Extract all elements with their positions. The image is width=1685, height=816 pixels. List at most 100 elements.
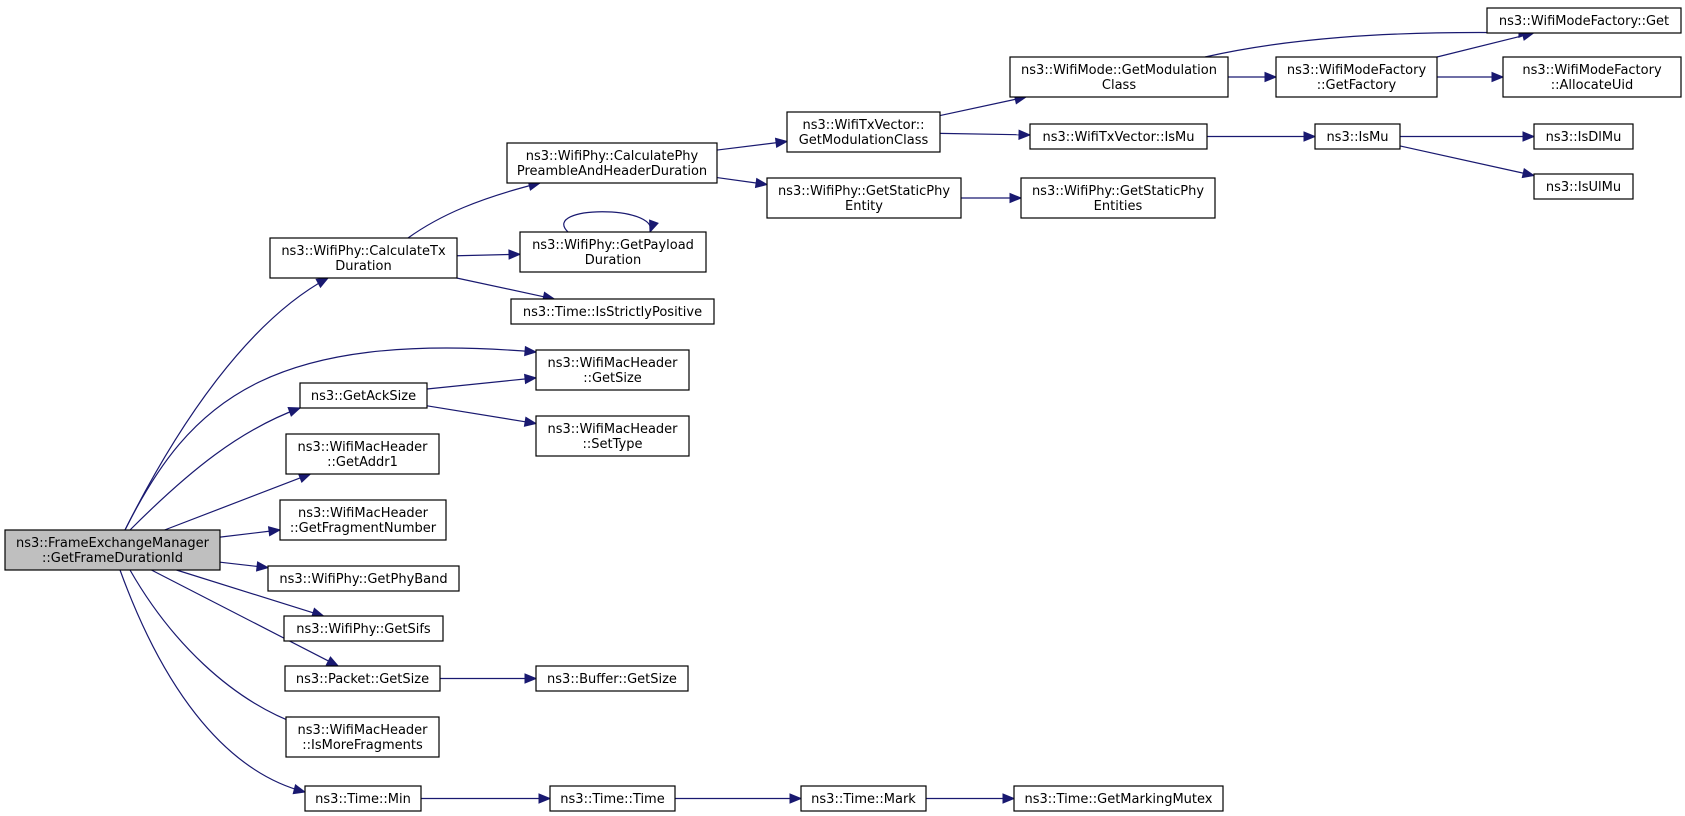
node-bufSize[interactable]: ns3::Buffer::GetSize: [535, 665, 689, 692]
node-label: ns3::Packet::GetSize: [296, 672, 429, 687]
node-factGet[interactable]: ns3::WifiModeFactory::Get: [1486, 7, 1682, 34]
node-fragNum[interactable]: ns3::WifiMacHeader::GetFragmentNumber: [279, 499, 447, 541]
node-box: [267, 565, 460, 592]
node-label: ns3::WifiPhy::GetPayload: [532, 238, 694, 253]
node-label: ns3::WifiPhy::GetStaticPhy: [778, 184, 950, 199]
node-tMutex[interactable]: ns3::Time::GetMarkingMutex: [1013, 785, 1224, 812]
node-label: ns3::WifiMacHeader: [298, 506, 429, 521]
edge-root-to-phyBand: [219, 561, 259, 568]
edge-ackSize-to-hdrGetSize: [426, 378, 527, 390]
node-box: [1013, 785, 1224, 812]
edge-factGetFactory-to-allocUid-arrowhead: [1491, 71, 1505, 83]
node-label: ns3::WifiModeFactory: [1522, 63, 1662, 78]
node-label: ns3::WifiTxVector::IsMu: [1042, 130, 1194, 145]
node-label: ::IsMoreFragments: [302, 738, 423, 753]
edge-root-to-ackSize: [129, 407, 301, 531]
node-box: [535, 349, 690, 391]
edge-root-to-fragNum: [219, 530, 271, 538]
node-label: ns3::WifiPhy::CalculateTx: [281, 244, 446, 259]
node-sifs[interactable]: ns3::WifiPhy::GetSifs: [283, 615, 444, 642]
edge-txModClass-to-txIsMu: [939, 132, 1021, 136]
node-label: ::GetAddr1: [327, 455, 398, 470]
node-box: [786, 111, 941, 153]
node-label: ::SetType: [583, 437, 643, 452]
node-label: ns3::Time::Min: [315, 792, 411, 807]
node-label: ns3::WifiMacHeader: [547, 422, 678, 437]
node-label: ::GetFragmentNumber: [290, 521, 437, 536]
node-box: [1486, 7, 1682, 34]
edge-root-to-pktSize: [151, 569, 330, 662]
node-box: [1029, 123, 1208, 150]
node-box: [510, 298, 715, 325]
node-isMu[interactable]: ns3::IsMu: [1314, 123, 1401, 150]
node-box: [299, 382, 428, 409]
edge-factGetFactory-to-factGet: [1436, 34, 1525, 58]
node-modeModClass[interactable]: ns3::WifiMode::GetModulationClass: [1009, 56, 1229, 98]
edge-root-to-ackSize-arrowhead: [287, 407, 302, 417]
node-box: [519, 231, 707, 273]
edge-calcPre-to-txModClass: [716, 142, 778, 151]
edge-root-to-hdrGetSize: [124, 347, 537, 531]
node-box: [283, 615, 444, 642]
edge-calcPre-to-staticEnt: [716, 176, 758, 184]
edge-root-to-moreFrag: [129, 569, 301, 726]
node-strict[interactable]: ns3::Time::IsStrictlyPositive: [510, 298, 715, 325]
node-txModClass[interactable]: ns3::WifiTxVector::GetModulationClass: [786, 111, 941, 153]
node-box: [304, 785, 422, 812]
node-label: ns3::IsUlMu: [1546, 180, 1621, 195]
node-label: ns3::WifiPhy::GetStaticPhy: [1032, 184, 1204, 199]
edge-calcTx-to-payload-arrowhead: [508, 249, 522, 260]
edge-modeModClass-to-factGet: [1204, 31, 1531, 58]
node-label: ns3::FrameExchangeManager: [16, 536, 210, 551]
edge-ackSize-to-setType-arrowhead: [523, 416, 538, 427]
edge-root-to-pktSize-arrowhead: [325, 656, 340, 667]
node-allocUid[interactable]: ns3::WifiModeFactory::AllocateUid: [1502, 56, 1682, 98]
node-calcPre[interactable]: ns3::WifiPhy::CalculatePhyPreambleAndHea…: [506, 142, 718, 184]
edge-isMu-to-isUl: [1399, 145, 1525, 174]
edge-root-to-phyBand-arrowhead: [255, 561, 270, 572]
edge-calcPre-to-staticEnt-arrowhead: [754, 177, 769, 189]
node-label: ns3::WifiPhy::GetPhyBand: [279, 572, 447, 587]
node-tTime[interactable]: ns3::Time::Time: [549, 785, 676, 812]
node-tMark[interactable]: ns3::Time::Mark: [800, 785, 927, 812]
node-label: ns3::WifiPhy::CalculatePhy: [526, 149, 699, 164]
node-label: ns3::IsDlMu: [1546, 130, 1622, 145]
node-label: ns3::WifiMacHeader: [297, 723, 428, 738]
nodes-layer: ns3::FrameExchangeManager::GetFrameDurat…: [4, 7, 1682, 812]
node-pktSize[interactable]: ns3::Packet::GetSize: [284, 665, 441, 692]
edge-staticEnt-to-staticEnts-arrowhead: [1009, 192, 1023, 204]
node-label: ::GetSize: [583, 371, 642, 386]
node-setType[interactable]: ns3::WifiMacHeader::SetType: [535, 415, 690, 457]
edge-root-to-tMin: [119, 569, 306, 793]
node-label: Entity: [845, 199, 883, 214]
node-box: [549, 785, 676, 812]
node-box: [285, 433, 440, 475]
node-phyBand[interactable]: ns3::WifiPhy::GetPhyBand: [267, 565, 460, 592]
edge-root-to-calcTx: [124, 277, 329, 531]
node-factGetFactory[interactable]: ns3::WifiModeFactory::GetFactory: [1275, 56, 1438, 98]
edge-root-to-tMin-arrowhead: [292, 784, 307, 795]
node-txIsMu[interactable]: ns3::WifiTxVector::IsMu: [1029, 123, 1208, 150]
node-label: ns3::WifiMode::GetModulation: [1021, 63, 1217, 78]
node-label: ns3::WifiPhy::GetSifs: [296, 622, 431, 637]
node-label: ns3::Time::GetMarkingMutex: [1025, 792, 1213, 807]
node-addr1[interactable]: ns3::WifiMacHeader::GetAddr1: [285, 433, 440, 475]
node-hdrGetSize[interactable]: ns3::WifiMacHeader::GetSize: [535, 349, 690, 391]
node-ackSize[interactable]: ns3::GetAckSize: [299, 382, 428, 409]
node-isDl[interactable]: ns3::IsDlMu: [1533, 123, 1634, 150]
edge-calcTx-to-calcPre: [407, 182, 541, 239]
node-isUl[interactable]: ns3::IsUlMu: [1533, 173, 1634, 200]
node-moreFrag[interactable]: ns3::WifiMacHeader::IsMoreFragments: [285, 716, 440, 758]
node-box: [800, 785, 927, 812]
edge-isMu-to-isDl-arrowhead: [1522, 131, 1536, 142]
node-box: [535, 665, 689, 692]
edge-tMark-to-tMutex-arrowhead: [1002, 793, 1016, 804]
node-root[interactable]: ns3::FrameExchangeManager::GetFrameDurat…: [4, 529, 221, 571]
node-label: Duration: [335, 259, 391, 274]
node-label: ::AllocateUid: [1551, 78, 1633, 93]
node-tMin[interactable]: ns3::Time::Min: [304, 785, 422, 812]
